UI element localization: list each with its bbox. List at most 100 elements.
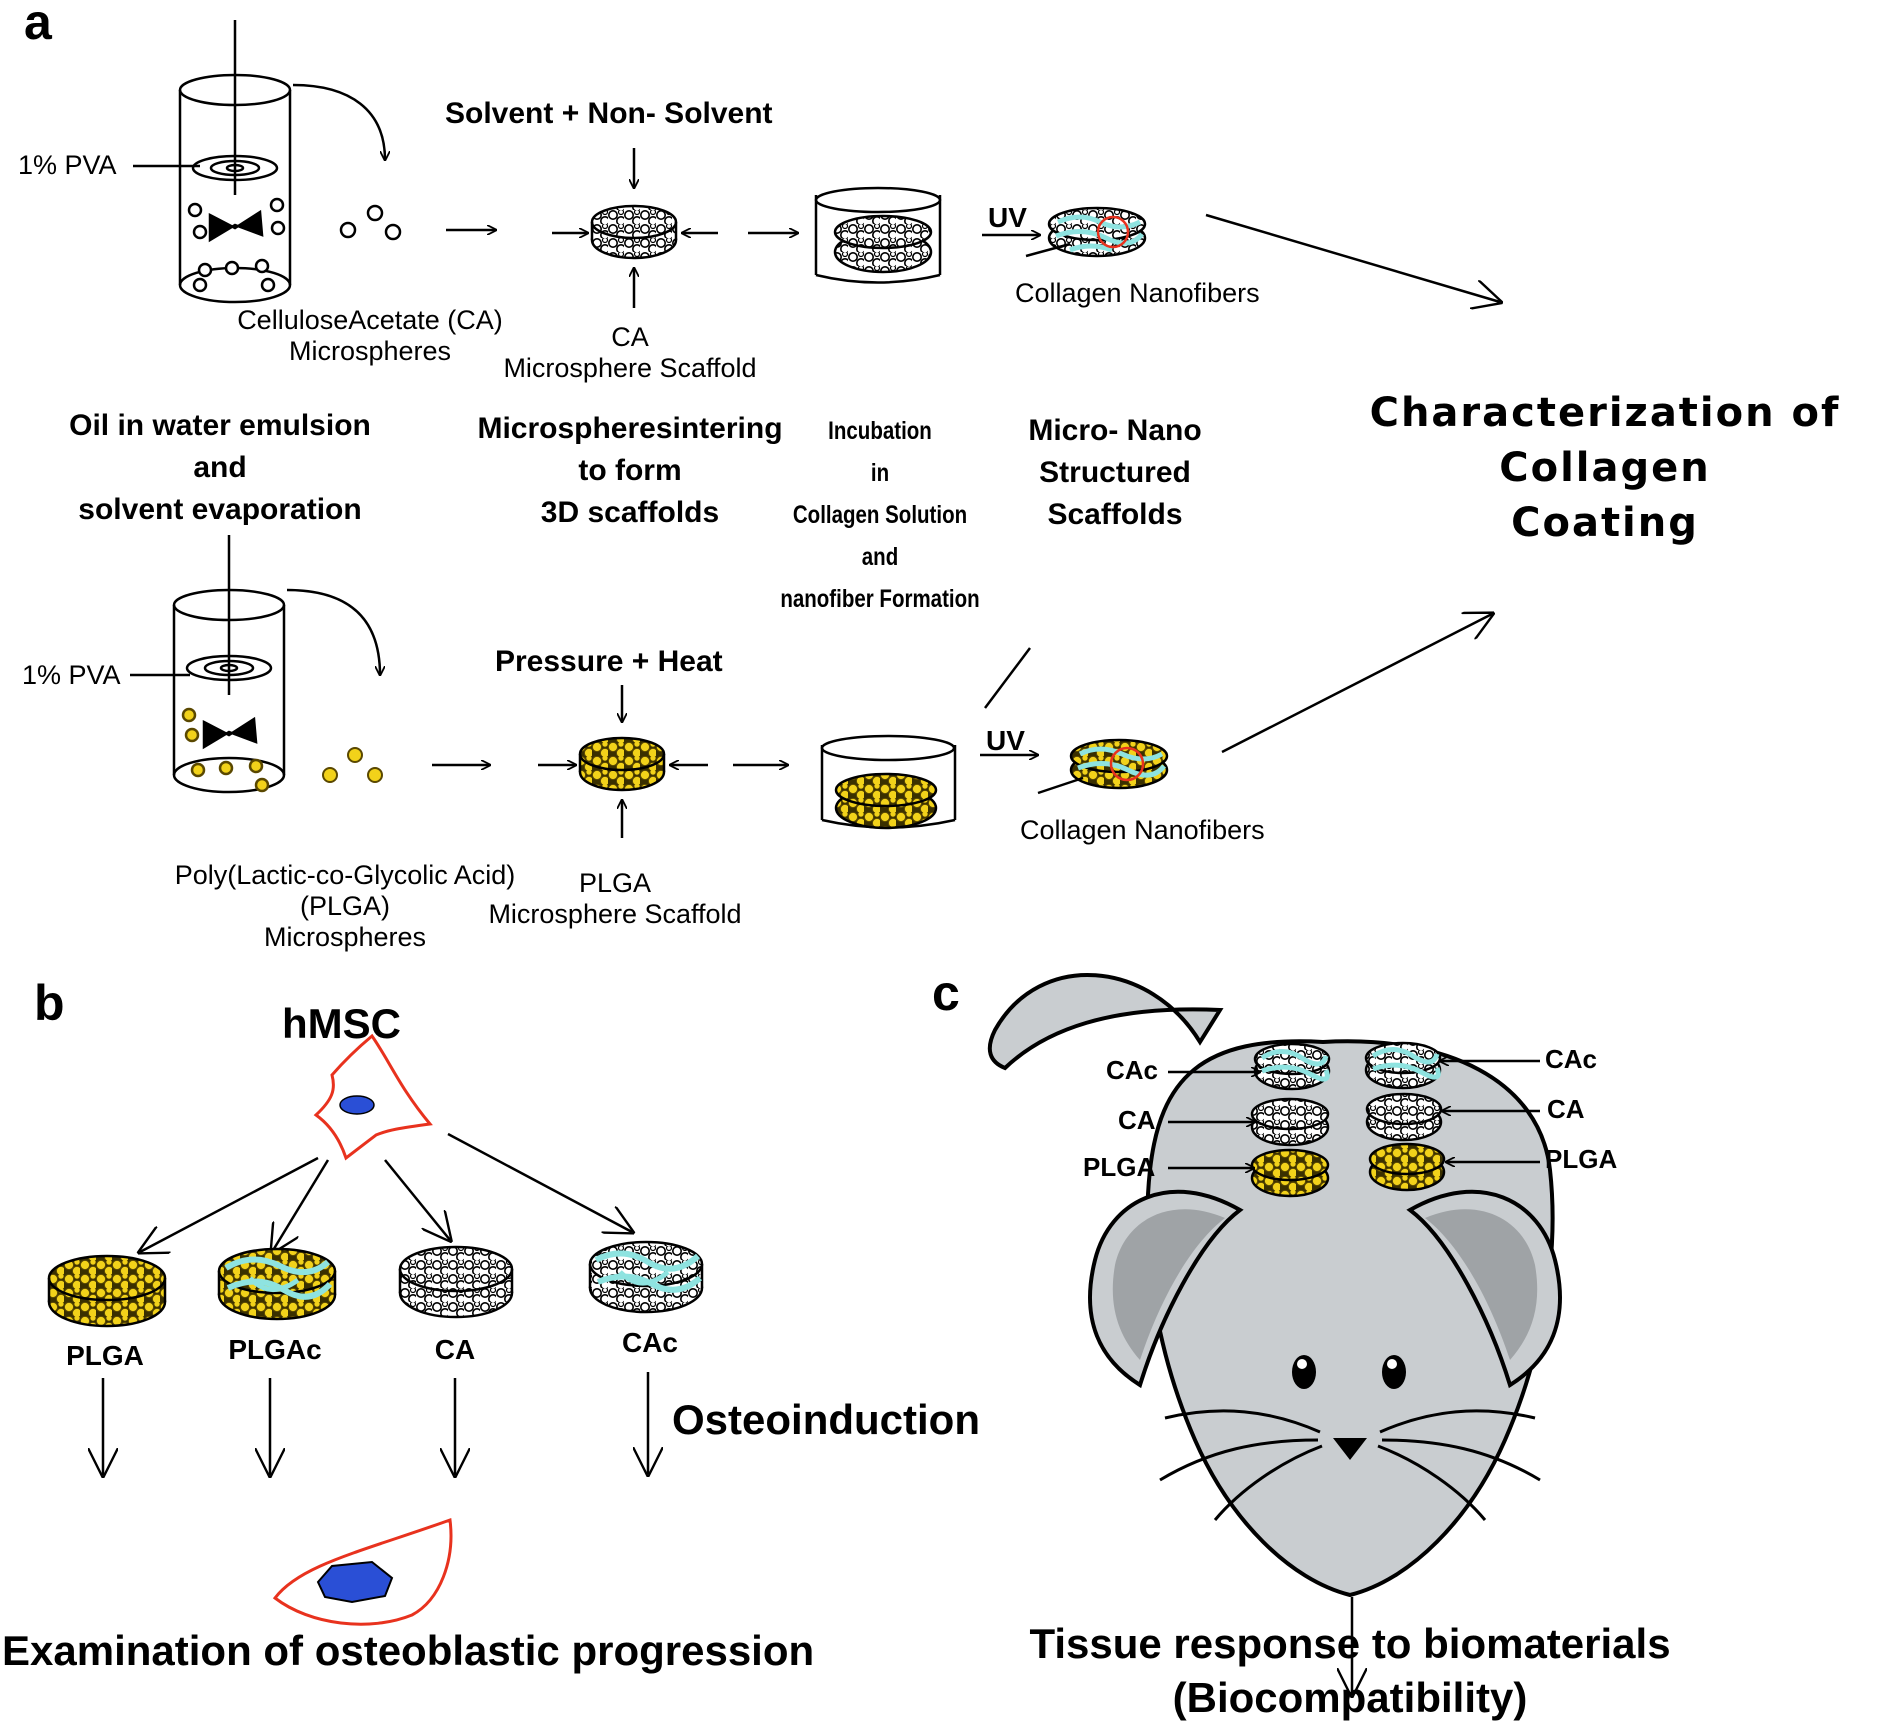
pva-label-top: 1% PVA bbox=[18, 150, 117, 180]
characterization-heading: Characterization of Collagen Coating bbox=[1325, 386, 1885, 551]
step-sintering-line1: Microspheresintering bbox=[477, 412, 783, 445]
step-micronano: Micro- Nano Structured Scaffolds bbox=[960, 410, 1270, 536]
mouse-scaffold-cac-left bbox=[1253, 1042, 1331, 1091]
curved-arrow-top bbox=[292, 83, 385, 160]
plga-scaffold-line2: Microsphere Scaffold bbox=[488, 899, 742, 930]
step-incubation-line4: and bbox=[861, 543, 899, 571]
coated-ca-scaffold-top bbox=[1025, 206, 1147, 258]
panel-label-a: a bbox=[24, 0, 52, 50]
scaffold-label-ca: CA bbox=[434, 1334, 476, 1365]
osteoinduction-label: Osteoinduction bbox=[672, 1396, 980, 1443]
collagen-nanofibers-top: Collagen Nanofibers bbox=[1015, 278, 1260, 308]
plga-scaffold-bottom bbox=[578, 736, 666, 792]
mouse-label-right-ca: CA bbox=[1547, 1094, 1585, 1124]
hmsc-cell bbox=[313, 1033, 433, 1161]
step-micronano-line1: Micro- Nano bbox=[1028, 414, 1202, 447]
mouse-label-left-ca: CA bbox=[1118, 1105, 1156, 1135]
ca-scaffold-top bbox=[590, 204, 678, 260]
collagen-nanofibers-bottom: Collagen Nanofibers bbox=[1020, 815, 1265, 845]
plga-scaffold-label: PLGA Microsphere Scaffold bbox=[465, 868, 765, 930]
hmsc-arrows bbox=[140, 1132, 632, 1252]
arrow-to-characterization-bottom bbox=[1221, 614, 1492, 754]
coated-plga-scaffold-bottom bbox=[1037, 738, 1169, 795]
ca-microspheres-line2: Microspheres bbox=[288, 336, 452, 367]
emulsion-beaker-top bbox=[178, 20, 292, 304]
mouse-ear-left-inner bbox=[1112, 1209, 1225, 1360]
scaffold-b-ca bbox=[398, 1245, 514, 1319]
plga-microspheres-line2: (PLGA) bbox=[299, 891, 391, 922]
scaffold-label-plgac: PLGAc bbox=[228, 1334, 322, 1365]
uv-label-top: UV bbox=[988, 202, 1027, 233]
mouse-label-right-cac: CAc bbox=[1545, 1044, 1598, 1074]
mouse-illustration bbox=[987, 973, 1562, 1695]
plga-microspheres-label: Poly(Lactic-co-Glycolic Acid) (PLGA) Mic… bbox=[140, 860, 550, 953]
panel-label-c: c bbox=[932, 965, 960, 1021]
mouse-ear-right-inner bbox=[1425, 1209, 1538, 1360]
mouse-nose bbox=[1333, 1438, 1367, 1460]
step-sintering: Microspheresintering to form 3D scaffold… bbox=[450, 408, 810, 534]
ca-scaffold-line2: Microsphere Scaffold bbox=[503, 353, 757, 384]
tissue-response-line2: (Biocompatibility) bbox=[1172, 1674, 1528, 1721]
step-sintering-line2: to form bbox=[578, 454, 682, 487]
free-microspheres-ca bbox=[339, 204, 402, 241]
osteoblast-nucleus bbox=[316, 1560, 394, 1604]
mouse-body bbox=[1145, 1039, 1555, 1598]
divider-slash bbox=[984, 647, 1031, 709]
curved-arrow-bottom bbox=[286, 588, 380, 675]
free-microspheres-plga bbox=[322, 747, 383, 783]
characterization-line3: Coating bbox=[1511, 500, 1699, 546]
arrow-to-characterization-top bbox=[1205, 213, 1500, 302]
step-incubation-line3: Collagen Solution bbox=[792, 501, 968, 529]
panel-b-flow bbox=[47, 1033, 704, 1626]
scaffold-b-plga bbox=[47, 1254, 167, 1328]
step-incubation-line2: in bbox=[870, 459, 890, 487]
scaffold-label-cac: CAc bbox=[621, 1327, 678, 1358]
tissue-response-line1: Tissue response to biomaterials bbox=[1029, 1620, 1671, 1667]
plga-scaffold-line1: PLGA bbox=[578, 868, 652, 898]
emulsion-beaker-bottom bbox=[172, 535, 286, 794]
incubation-beaker-top bbox=[814, 186, 942, 284]
ca-scaffold-line1: CA bbox=[611, 322, 649, 352]
mouse-scaffold-cac-right bbox=[1364, 1041, 1442, 1090]
scaffold-b-cac bbox=[588, 1240, 704, 1314]
mouse-label-left-cac: CAc bbox=[1106, 1055, 1159, 1085]
mouse-scaffold-ca-left bbox=[1250, 1097, 1330, 1147]
step-emulsion-line3: solvent evaporation bbox=[78, 493, 362, 526]
mouse-label-pointers bbox=[1168, 1061, 1540, 1168]
uv-label-bottom: UV bbox=[986, 725, 1025, 756]
pressure-heat-label: Pressure + Heat bbox=[495, 645, 723, 678]
plga-microspheres-line1: Poly(Lactic-co-Glycolic Acid) bbox=[174, 860, 516, 890]
step-emulsion: Oil in water emulsion and solvent evapor… bbox=[20, 405, 420, 531]
panel-a-flow bbox=[130, 20, 1500, 838]
hmsc-label: hMSC bbox=[282, 1000, 401, 1047]
characterization-line2: Collagen bbox=[1499, 445, 1711, 491]
osteoinduction-arrows bbox=[103, 1372, 648, 1475]
incubation-beaker-bottom bbox=[820, 734, 957, 830]
panel-label-b: b bbox=[34, 975, 65, 1031]
step-emulsion-line2: and bbox=[193, 451, 247, 484]
scaffold-label-plga: PLGA bbox=[66, 1340, 144, 1371]
step-sintering-line3: 3D scaffolds bbox=[540, 496, 720, 529]
arrows-to-scaffold-top bbox=[446, 148, 798, 308]
scaffold-b-plgac bbox=[217, 1247, 337, 1321]
step-incubation: Incubation in Collagen Solution and nano… bbox=[765, 410, 995, 620]
step-emulsion-line1: Oil in water emulsion bbox=[69, 409, 371, 442]
mouse-eyes bbox=[1292, 1355, 1406, 1389]
mouse-scaffold-ca-right bbox=[1365, 1092, 1443, 1142]
mouse-whiskers bbox=[1159, 1409, 1541, 1521]
examination-label: Examination of osteoblastic progression bbox=[2, 1627, 815, 1674]
step-micronano-line3: Scaffolds bbox=[1047, 498, 1183, 531]
step-incubation-line5: nanofiber Formation bbox=[780, 585, 980, 613]
solvent-nonsolvent-label: Solvent + Non- Solvent bbox=[445, 97, 773, 130]
ca-microspheres-line1: CelluloseAcetate (CA) bbox=[237, 305, 503, 335]
pva-label-bottom: 1% PVA bbox=[22, 660, 121, 690]
mouse-tail bbox=[987, 973, 1224, 1071]
step-incubation-line1: Incubation bbox=[828, 417, 932, 445]
arrows-to-scaffold-bottom bbox=[432, 685, 788, 838]
step-micronano-line2: Structured bbox=[1039, 456, 1191, 489]
mouse-label-left-plga: PLGA bbox=[1083, 1152, 1156, 1182]
mouse-label-right-plga: PLGA bbox=[1545, 1144, 1618, 1174]
ca-microspheres-label: CelluloseAcetate (CA) Microspheres bbox=[215, 305, 525, 367]
characterization-line1: Characterization of bbox=[1369, 390, 1841, 436]
